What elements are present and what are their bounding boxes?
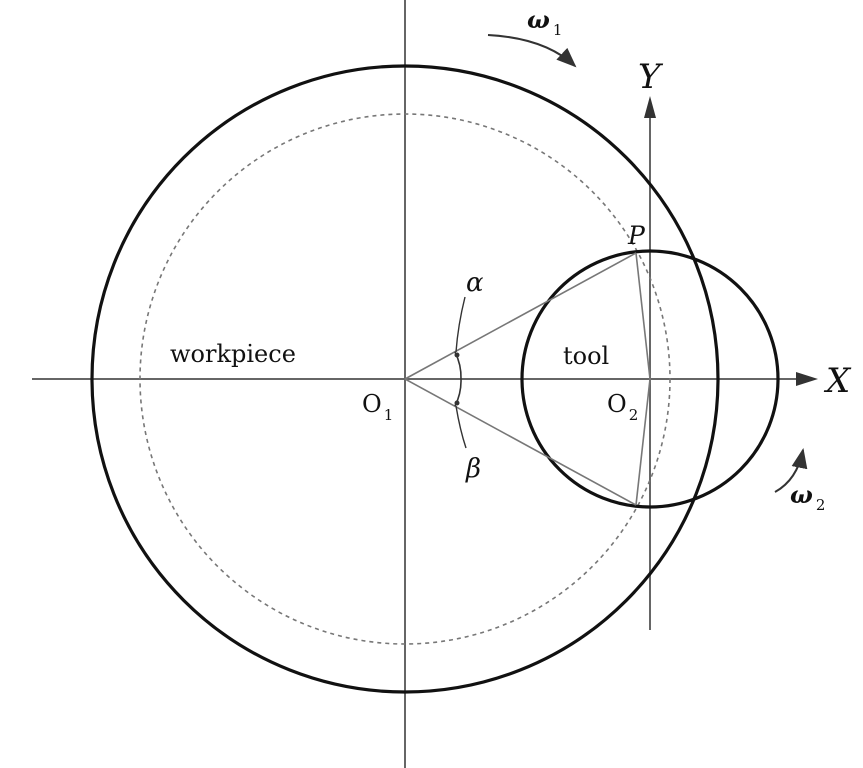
omega1-subscript: 1 bbox=[553, 21, 563, 39]
line-o1-to-lower bbox=[404, 378, 637, 506]
workpiece-pitch-circle bbox=[139, 113, 671, 645]
y-axis-label: Y bbox=[638, 57, 664, 97]
alpha-label: α bbox=[466, 268, 484, 298]
omega1-rotation-arrow bbox=[487, 34, 577, 68]
line-o1-to-p bbox=[404, 252, 637, 380]
beta-label: β bbox=[465, 454, 481, 484]
tool-label: tool bbox=[563, 342, 609, 370]
omega2-subscript: 2 bbox=[816, 496, 826, 514]
beta-leader-line bbox=[455, 405, 467, 449]
workpiece-circle bbox=[90, 64, 720, 694]
alpha-angle-arc bbox=[454, 351, 462, 380]
workpiece-label: workpiece bbox=[170, 340, 296, 368]
o2-subscript: 2 bbox=[629, 406, 639, 424]
tool-circle bbox=[520, 249, 780, 509]
beta-angle-arc bbox=[454, 378, 462, 407]
alpha-arc-tick bbox=[454, 352, 460, 358]
line-lower-to-o2 bbox=[635, 378, 651, 506]
point-p-label: P bbox=[627, 221, 646, 250]
beta-arc-tick bbox=[454, 400, 460, 406]
x-axis-label: X bbox=[823, 361, 852, 401]
y-axis-arrowhead bbox=[644, 96, 656, 118]
line-p-to-o2 bbox=[635, 252, 651, 380]
omega2-rotation-arrow bbox=[774, 448, 808, 493]
o1-subscript: 1 bbox=[384, 406, 394, 424]
alpha-leader-line bbox=[455, 296, 466, 353]
x-axis-arrowhead bbox=[796, 372, 818, 386]
